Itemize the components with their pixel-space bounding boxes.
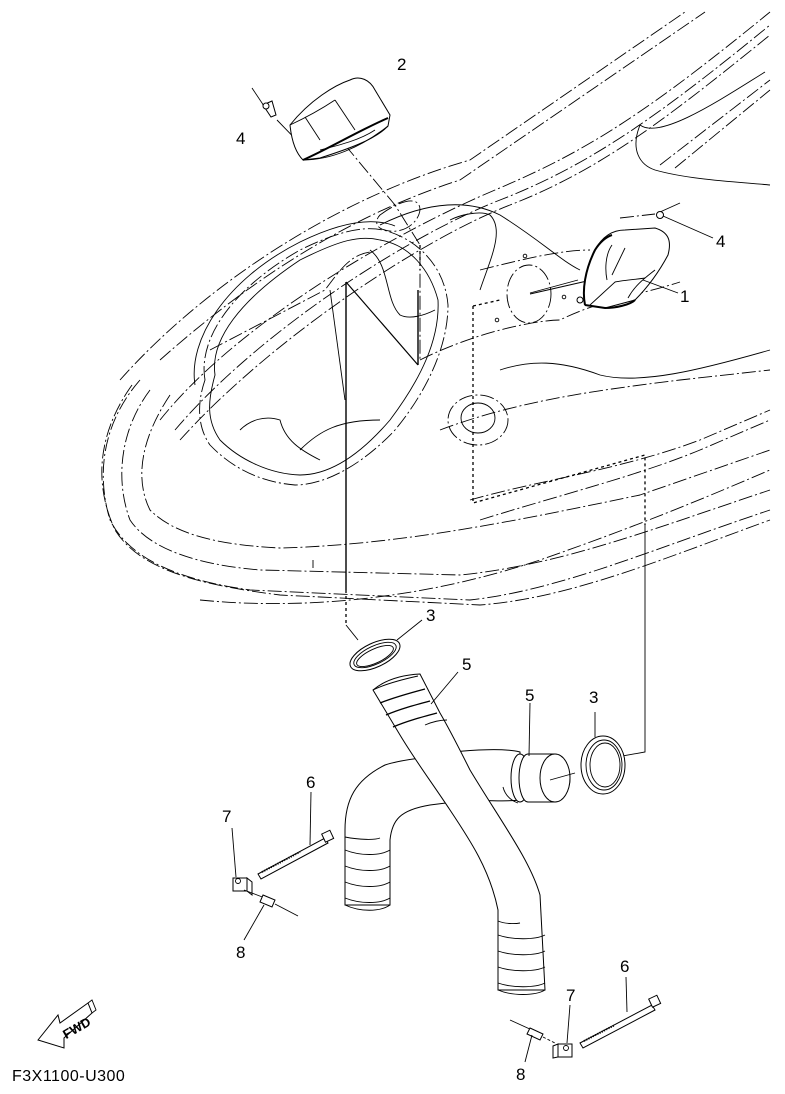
part-2-vent-cover[interactable] (289, 77, 391, 161)
callout-2[interactable]: 2 (397, 55, 407, 74)
callout-1[interactable]: 1 (680, 287, 690, 306)
part-6-cable-tie-left[interactable] (257, 791, 335, 880)
part-4-rivet-left[interactable] (251, 87, 277, 118)
hull-outline (101, 11, 771, 606)
part-7-clamp-left[interactable] (231, 827, 253, 897)
fwd-arrow-icon: FWD (37, 999, 97, 1049)
part-6-cable-tie-right[interactable] (579, 976, 662, 1049)
part-8-rivet-pin-left[interactable] (243, 889, 299, 941)
callout-7-left[interactable]: 7 (222, 807, 232, 826)
callout-5-main[interactable]: 5 (462, 655, 472, 674)
drawing-code: F3X1100-U300 (12, 1068, 126, 1085)
callout-8-right[interactable]: 8 (516, 1065, 526, 1084)
part-3-grommet-left[interactable] (345, 619, 423, 677)
callout-3-right[interactable]: 3 (589, 688, 599, 707)
part-7-clamp-right[interactable] (552, 1004, 573, 1059)
part-1-vent-cover[interactable] (576, 227, 679, 310)
callout-3-left[interactable]: 3 (426, 606, 436, 625)
part-4-rivet-right[interactable] (656, 202, 714, 239)
callout-7-right[interactable]: 7 (566, 986, 576, 1005)
part-5-ventilation-hose[interactable] (344, 671, 576, 995)
part-3-grommet-right[interactable] (580, 712, 626, 795)
callout-4-right[interactable]: 4 (716, 232, 726, 251)
fwd-label: FWD (60, 1014, 93, 1042)
callout-6-left[interactable]: 6 (306, 773, 316, 792)
part-8-rivet-pin-right[interactable] (509, 1019, 556, 1063)
callout-8-left[interactable]: 8 (236, 943, 246, 962)
callout-5-branch[interactable]: 5 (525, 686, 535, 705)
callout-6-right[interactable]: 6 (620, 957, 630, 976)
callout-4-left[interactable]: 4 (236, 129, 246, 148)
